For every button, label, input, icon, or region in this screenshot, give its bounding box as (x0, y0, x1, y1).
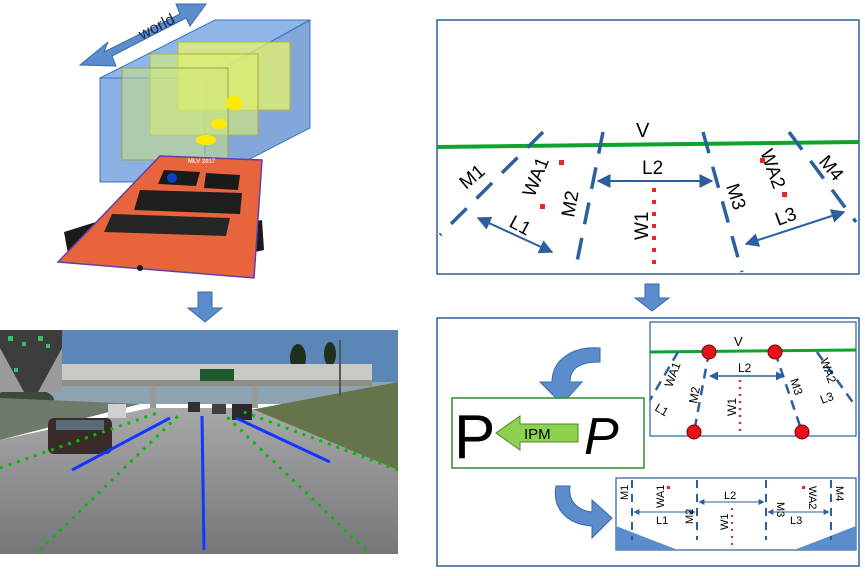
mini-vanishing-line (649, 348, 857, 354)
strip-label-m1: M1 (619, 485, 631, 500)
mini-lane-diagram: V WA1 L1 M2 L2 W1 M3 WA2 L3 (648, 321, 857, 440)
strip-label-l2: L2 (724, 490, 736, 502)
label-l2: L2 (642, 158, 663, 179)
control-point-3 (686, 424, 702, 440)
wa1-point-1 (559, 160, 564, 165)
strip-wa2-point (802, 486, 805, 489)
label-m2: M2 (558, 189, 583, 219)
vanishing-line (436, 140, 860, 149)
strip-label-wa2: WA2 (806, 486, 818, 509)
vehicle-window-front (158, 170, 200, 186)
target-ellipse-3 (196, 135, 216, 145)
mini-lane-m3 (773, 351, 804, 433)
lane-line-m2 (573, 131, 605, 273)
lane-line-m4 (787, 130, 858, 224)
strip-label-m4: M4 (833, 486, 845, 501)
mini-label-l2: L2 (738, 361, 752, 375)
wa2-point-2 (782, 192, 787, 197)
world-label: world (135, 11, 178, 44)
italic-p: P (584, 408, 619, 466)
mini-lane-m4 (815, 351, 856, 405)
lane-marker-1 (0, 410, 161, 470)
bottom-ipm-panel: P IPM P V WA1 L1 M2 L2 W1 M3 WA2 L3 (436, 317, 860, 567)
label-w1: W1 (632, 212, 653, 241)
birdseye-strip: M1 WA1 L1 M2 L2 W1 M3 L3 WA2 M4 (615, 477, 857, 551)
car-mid-3 (212, 404, 226, 414)
target-ellipse-2 (211, 119, 227, 129)
vehicle-mark (137, 265, 143, 271)
lane-marker-2 (38, 412, 182, 552)
lane-marker-4 (243, 410, 399, 472)
car-right (232, 404, 252, 420)
l3-arrow (744, 209, 846, 247)
lane-line-m3 (701, 131, 744, 273)
top-lane-diagram: V M1 WA1 M2 L1 L2 W1 M3 WA2 L3 M4 (436, 19, 860, 275)
ipm-arrow (495, 415, 579, 451)
ipm-box (451, 397, 645, 469)
car-mid-2 (188, 402, 200, 412)
overpass-shadow (60, 380, 372, 386)
l1-arrow (476, 216, 554, 254)
vehicle-label: MLV 2017 (188, 159, 216, 165)
ipm-label: IPM (524, 426, 551, 443)
mini-label-l3: L3 (818, 389, 836, 407)
strip-label-w1: W1 (719, 514, 731, 531)
horizon-haze (0, 382, 398, 404)
mini-lane-m1 (648, 351, 680, 401)
strip-frame (615, 477, 857, 551)
detected-lane-2 (200, 415, 206, 551)
strip-label-m3: M3 (774, 502, 786, 517)
strip-label-m2: M2 (684, 509, 696, 524)
mini-label-w1: W1 (725, 398, 739, 416)
world-double-arrow (78, 3, 207, 67)
strip-label-wa1: WA1 (655, 485, 667, 508)
region-plane-near (121, 67, 229, 161)
lane-line-m1 (438, 130, 545, 237)
detected-lane-1 (71, 416, 171, 472)
vehicle-rear-panel (104, 214, 230, 236)
strip-warp-right (794, 526, 856, 550)
mini-lane-m2 (692, 351, 711, 433)
down-arrow-left (186, 291, 224, 323)
overpass-pillar-left (150, 386, 156, 408)
world-view-illustration: world MLV 2017 (56, 3, 311, 279)
mini-label-l1: L1 (653, 400, 672, 419)
camera-road-image (0, 330, 399, 554)
control-point-4 (794, 424, 810, 440)
wa1-point-2 (540, 204, 545, 209)
strip-label-l3: L3 (790, 515, 802, 527)
curved-arrow-bottom (554, 485, 613, 540)
detected-lane-3 (235, 416, 331, 464)
control-point-1 (701, 344, 717, 360)
strip-label-l1: L1 (656, 515, 668, 527)
mini-label-m3: M3 (787, 377, 806, 397)
car-mid-1 (108, 404, 126, 418)
vehicle-illustration: MLV 2017 (56, 155, 264, 279)
mini-label-v: V (734, 334, 743, 349)
vehicle-roof-panel (134, 190, 242, 214)
vehicle-window-side (204, 173, 240, 190)
vehicle-sensor-icon (167, 173, 177, 183)
overpass-pillar-right (252, 386, 258, 408)
tree-right-2 (324, 342, 336, 366)
strip-wa1-point (667, 486, 670, 489)
wa2-point-1 (760, 158, 765, 163)
inset-thumbnail (0, 330, 62, 392)
embankment-right (250, 382, 398, 470)
mini-label-m2: M2 (686, 385, 703, 404)
target-ellipse-1 (226, 96, 242, 110)
car-left-window (56, 420, 104, 430)
control-point-2 (767, 344, 783, 360)
strip-warp-left (616, 526, 678, 550)
big-p: P (454, 403, 495, 472)
road-sign (200, 369, 234, 381)
lane-marker-3 (222, 412, 368, 552)
down-arrow-right (633, 283, 671, 312)
label-v: V (636, 120, 650, 142)
